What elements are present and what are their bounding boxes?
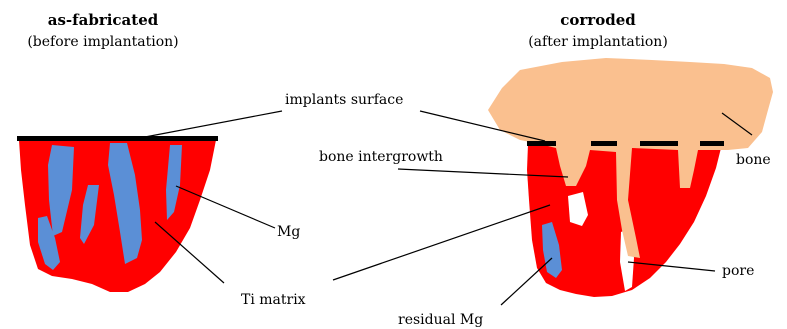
right-surface-segment xyxy=(700,141,724,146)
right-surface-segment xyxy=(640,141,678,146)
label-pore: pore xyxy=(722,263,754,279)
left-title: as-fabricated xyxy=(48,11,159,29)
label-implants-surface: implants surface xyxy=(285,92,403,108)
label-bone-intergrowth: bone intergrowth xyxy=(319,149,443,165)
right-implant xyxy=(488,58,773,297)
right-title: corroded xyxy=(560,11,636,29)
right-surface-segment xyxy=(591,141,617,146)
label-ti-matrix: Ti matrix xyxy=(241,292,306,308)
left-implant xyxy=(17,136,218,292)
leader-implants-surface-left xyxy=(145,111,282,137)
leader-residual-mg xyxy=(501,258,552,305)
label-bone: bone xyxy=(736,152,771,168)
left-implant-surface xyxy=(17,136,218,141)
right-surface-segment xyxy=(527,141,556,146)
left-subtitle: (before implantation) xyxy=(27,34,178,50)
right-subtitle: (after implantation) xyxy=(528,34,668,50)
label-residual-mg: residual Mg xyxy=(398,312,483,328)
leader-ti-matrix-right xyxy=(333,205,550,280)
label-mg: Mg xyxy=(277,224,300,240)
